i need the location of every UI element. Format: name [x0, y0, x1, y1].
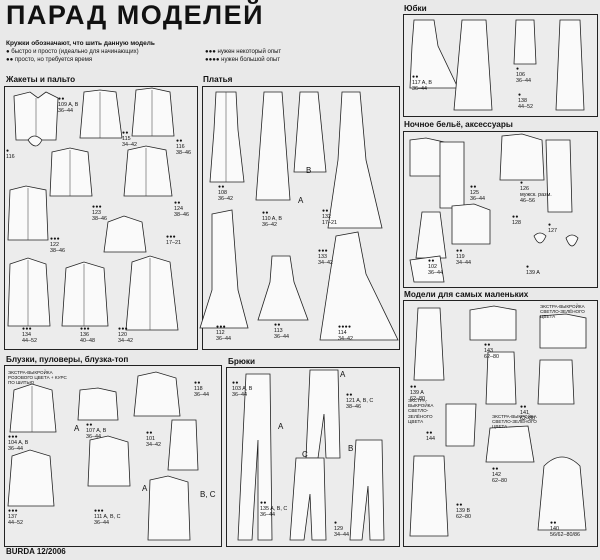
kids-sketch — [409, 305, 587, 537]
model-label: ●●128 — [512, 214, 521, 226]
model-label: ●●●123 38–46 — [92, 204, 107, 222]
model-label: ●●115 34–42 — [122, 130, 137, 148]
model-label: ●●●137 44–52 — [8, 508, 23, 526]
variant-mark: B — [348, 444, 354, 453]
nightwear-sketch — [409, 133, 579, 283]
legend-dots-2: ●● — [6, 57, 14, 63]
legend-item-1: быстро и просто (идеально для начинающих… — [11, 49, 139, 55]
model-label: ●●144 — [426, 430, 435, 442]
model-label: ●●109 A, B 36–44 — [58, 96, 79, 114]
model-label: ●●135 A, B, C 36–44 — [260, 500, 288, 518]
model-label: ●138 44–52 — [518, 92, 533, 110]
model-label: ●●113 36–44 — [274, 322, 289, 340]
extra-pattern-note: ЭКСТРА-ВЫКРОЙКА СВЕТЛО-ЗЕЛЁНОГО ЦВЕТА — [540, 304, 585, 320]
model-label: ●127 — [548, 222, 557, 234]
footer-issue: BURDA 12/2006 — [6, 547, 66, 556]
extra-pattern-note: ЭКСТРА- ВЫКРОЙКА СВЕТЛО- ЗЕЛЁНОГО ЦВЕТА — [408, 398, 434, 424]
model-label: ●●140 56/62–80/86 — [550, 520, 580, 538]
variant-mark: A — [142, 484, 148, 493]
model-label: ●●●136 40–48 — [80, 326, 95, 344]
model-label: ●●117 A, B 36–44 — [412, 74, 432, 92]
variant-mark: A — [278, 422, 284, 431]
section-blouses: Блузки, пуловеры, блузка-топ — [6, 355, 129, 364]
dress-sketch — [199, 91, 399, 341]
model-label: ●●119 34–44 — [456, 248, 471, 266]
legend-dots-1: ● — [6, 49, 10, 55]
model-label: ●●101 34–42 — [146, 430, 161, 448]
model-label: ●●●112 36–44 — [216, 324, 231, 342]
legend-item-2: просто, но требуется время — [14, 57, 93, 63]
model-label: ●116 — [6, 148, 15, 160]
model-label: ●●●111 A, B, C 36–44 — [94, 508, 121, 526]
section-nightwear: Ночное бельё, аксессуары — [404, 120, 513, 129]
legend-item-4: нужен большой опыт — [221, 57, 280, 63]
model-label: ●●●133 34–42 — [318, 248, 333, 266]
legend: Кружки обозначают, что шить данную модел… — [6, 40, 155, 64]
model-label: ●129 34–44 — [334, 520, 349, 538]
model-label: ●●110 A, B 36–42 — [262, 210, 282, 228]
page-title: ПАРАД МОДЕЛЕЙ — [6, 0, 265, 30]
legend-right: ●●● нужен некоторый опыт ●●●● нужен боль… — [205, 48, 281, 64]
variant-mark: B, C — [200, 490, 216, 499]
model-label: ●●●●114 34–42 — [338, 324, 353, 342]
model-label: ●●●120 34–42 — [118, 326, 133, 344]
extra-pattern-note: ЭКСТРА-ВЫКРОЙКА РОЗОВОГО ЦВЕТА + КУРС ПО… — [8, 370, 67, 386]
extra-pattern-note: ЭКСТРА-ВЫКРОЙКА СВЕТЛО-ЗЕЛЁНОГО ЦВЕТА — [492, 414, 537, 430]
model-label: ●●132 17–21 — [322, 208, 337, 226]
model-label: ●126 мужск. разм. 46–56 — [520, 180, 552, 204]
model-label: ●●102 36–44 — [428, 258, 443, 276]
section-skirts: Юбки — [404, 4, 427, 13]
model-label: ●●●17–21 — [166, 234, 181, 246]
blouse-sketch — [7, 371, 199, 541]
model-label: ●●139 A 62–80 — [410, 384, 425, 402]
variant-mark: C — [302, 450, 308, 459]
legend-heading: Кружки обозначают, что шить данную модел… — [6, 40, 155, 47]
variant-mark: A — [74, 424, 80, 433]
legend-dots-4: ●●●● — [205, 57, 220, 63]
model-label: ●●107 A, B 36–44 — [86, 422, 107, 440]
section-kids: Модели для самых маленьких — [404, 290, 529, 299]
model-label: ●●103 A, B 36–44 — [232, 380, 253, 398]
section-trousers: Брюки — [228, 357, 256, 366]
model-label: ●●●122 38–46 — [50, 236, 65, 254]
model-label: ●●116 38–46 — [176, 138, 191, 156]
legend-dots-3: ●●● — [205, 49, 216, 55]
model-label: ●●●134 44–52 — [22, 326, 37, 344]
model-label: ●●125 36–44 — [470, 184, 485, 202]
legend-item-3: нужен некоторый опыт — [217, 49, 282, 55]
jacket-sketch — [7, 87, 179, 331]
model-label: ●●124 38–46 — [174, 200, 189, 218]
model-label: ●●●104 A, B 36–44 — [8, 434, 29, 452]
model-label: ●●143 62–80 — [484, 342, 499, 360]
model-label: ●●141 62–80 — [520, 404, 535, 422]
section-dresses: Платья — [203, 75, 233, 84]
skirt-sketch — [409, 19, 585, 111]
trouser-sketch — [237, 369, 385, 541]
model-label: ●●108 36–42 — [218, 184, 233, 202]
section-jackets: Жакеты и пальто — [6, 75, 76, 84]
model-label: ●●142 62–80 — [492, 466, 507, 484]
variant-mark: A — [340, 370, 346, 379]
model-label: ●●139 B 62–80 — [456, 502, 471, 520]
model-label: ●●121 A, B, C 38–46 — [346, 392, 374, 410]
variant-mark: B — [306, 166, 312, 175]
model-label: ●●118 36–44 — [194, 380, 209, 398]
variant-mark: A — [298, 196, 304, 205]
model-label: ●106 36–44 — [516, 66, 531, 84]
model-label: ●139 A — [526, 264, 540, 276]
